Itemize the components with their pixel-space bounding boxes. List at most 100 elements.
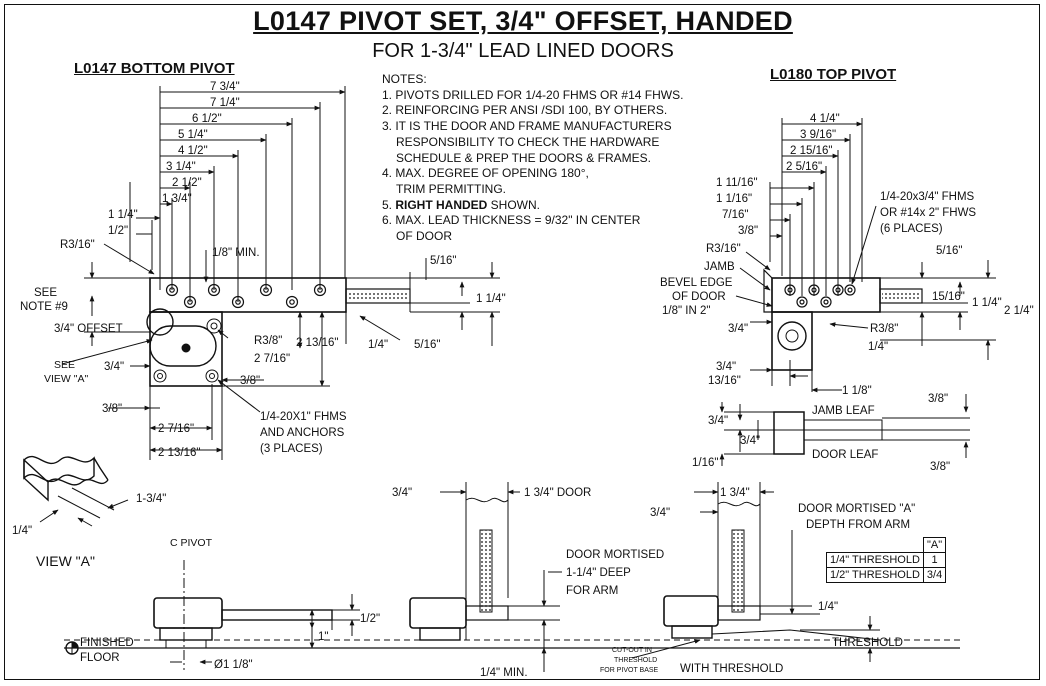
dim-label: 2 13/16" <box>158 447 200 459</box>
top-pivot-right-dimension-lines <box>750 260 996 393</box>
view-a-drawing <box>23 455 129 527</box>
dim-label: 2 5/16" <box>786 161 822 173</box>
note-number: 5. <box>382 197 396 212</box>
notes-block: NOTES: 1. PIVOTS DRILLED FOR 1/4-20 FHMS… <box>382 72 722 245</box>
see-note-label: SEE <box>34 287 57 299</box>
drawing-border <box>4 4 1040 680</box>
note-bold-suffix: SHOWN. <box>487 197 541 212</box>
fhms-label: OR #14x 2" FHWS <box>880 207 976 219</box>
dim-label: 1 1/4" <box>108 209 138 221</box>
dim-label: 1 1/16" <box>716 193 752 205</box>
notes-heading: NOTES: <box>382 72 427 86</box>
dim-label: 2 7/16" <box>254 353 290 365</box>
top-pivot-arm <box>763 268 923 371</box>
dim-label: 13/16" <box>708 375 741 387</box>
bottom-pivot-labels: 7 3/4" 7 1/4" 6 1/2" 5 1/4" 4 1/2" 3 1/4… <box>20 81 506 459</box>
bottom-pivot-heading: L0147 BOTTOM PIVOT <box>74 60 235 77</box>
elevation-labels: C PIVOT FINISHED FLOOR Ø1 1/8" 1/2" 1" 3… <box>80 487 915 679</box>
offset-label: 3/4" OFFSET <box>54 323 123 335</box>
drawing-title: L0147 PIVOT SET, 3/4" OFFSET, HANDED <box>253 6 793 36</box>
dim-label: 7/16" <box>722 209 748 221</box>
dim-label: 3/4" <box>728 323 748 335</box>
top-pivot-labels: 4 1/4" 3 9/16" 2 15/16" 2 5/16" 1 11/16"… <box>660 113 1034 473</box>
mortise-label: 1-1/4" DEEP <box>566 567 631 579</box>
bottom-pivot-base <box>146 308 223 460</box>
fhms-label: 1/4-20x3/4" FHMS <box>880 191 975 203</box>
dim-label: 5 1/4" <box>178 129 208 141</box>
dim-label: 5/16" <box>936 245 962 257</box>
bottom-pivot-arm <box>149 272 411 313</box>
note-line: SCHEDULE & PREP THE DOORS & FRAMES. <box>396 150 651 165</box>
see-view-label: VIEW "A" <box>44 373 88 385</box>
dim-label: 3/4" <box>392 487 412 499</box>
dim-label: 2 1/4" <box>1004 305 1034 317</box>
dim-label: 2 7/16" <box>158 423 194 435</box>
dim-label: 7 3/4" <box>210 81 240 93</box>
threshold-row-value: 3/4 <box>922 567 947 583</box>
bottom-pivot-base-dimension-lines <box>108 258 500 453</box>
dim-label: 1/4" <box>868 341 888 353</box>
dim-label: 1" <box>318 631 328 643</box>
note-line: OF DOOR <box>396 229 452 244</box>
radius-label: R3/8" <box>254 335 282 347</box>
elevation-no-threshold <box>153 560 360 670</box>
bottom-pivot-dimension-lines <box>61 86 346 365</box>
jamb-label: JAMB <box>704 261 735 273</box>
drawing-subtitle: FOR 1-3/4" LEAD LINED DOORS <box>372 40 674 62</box>
note-line-5: 5. RIGHT HANDED SHOWN. <box>382 198 722 214</box>
fhms-label: (6 PLACES) <box>880 223 943 235</box>
note-line: 3. IT IS THE DOOR AND FRAME MANUFACTURER… <box>382 119 672 134</box>
mortise-a-label: DOOR MORTISED "A" <box>798 503 915 515</box>
dim-label: 1 11/16" <box>716 177 758 189</box>
threshold-row-label: 1/4" THRESHOLD <box>826 552 924 568</box>
radius-label: R3/8" <box>870 323 898 335</box>
cutout-label: CUT-OUT IN <box>612 647 652 654</box>
dim-label: 3/8" <box>928 393 948 405</box>
mortise-label: FOR ARM <box>566 585 618 597</box>
threshold-label: THRESHOLD <box>832 637 903 649</box>
top-pivot-drawing <box>719 118 996 466</box>
view-a-title: VIEW "A" <box>36 553 95 569</box>
dim-label: 4 1/4" <box>810 113 840 125</box>
dim-label: 1/2" <box>360 613 380 625</box>
dim-label: 1 3/4" <box>720 487 750 499</box>
dim-label: 2 1/2" <box>172 177 202 189</box>
min-clearance-label: 1/8" MIN. <box>212 247 260 259</box>
dim-label: 1 3/4" DOOR <box>524 487 591 499</box>
cutout-label: THRESHOLD <box>614 657 657 664</box>
dim-label: 3 1/4" <box>166 161 196 173</box>
diameter-label: Ø1 1/8" <box>214 659 253 671</box>
finished-floor-label: FLOOR <box>80 652 120 664</box>
with-threshold-label: WITH THRESHOLD <box>680 663 783 675</box>
mortise-label: DOOR MORTISED <box>566 549 664 561</box>
fastener-label: AND ANCHORS <box>260 427 345 439</box>
dim-label: 6 1/2" <box>192 113 222 125</box>
bottom-pivot-drawing <box>61 86 500 460</box>
top-pivot-leaf-detail <box>719 394 970 466</box>
dim-label: 3/8" <box>738 225 758 237</box>
dim-label: 3/4" <box>104 361 124 373</box>
dim-label: 15/16" <box>932 291 965 303</box>
top-pivot-dimension-lines <box>735 118 877 307</box>
dim-label: 1 3/4" <box>162 193 192 205</box>
dim-label: 1/16" <box>692 457 718 469</box>
elevation-with-threshold <box>631 482 881 662</box>
finished-floor-label: FINISHED <box>80 637 134 649</box>
top-pivot-heading: L0180 TOP PIVOT <box>770 66 897 83</box>
door-leaf-label: DOOR LEAF <box>812 449 878 461</box>
dim-label: 1-3/4" <box>136 493 166 505</box>
radius-label: R3/16" <box>706 243 741 255</box>
dim-label: 2 13/16" <box>296 337 338 349</box>
dim-label: 3/8" <box>102 403 122 415</box>
radius-label: R3/16" <box>60 239 95 251</box>
bevel-label: BEVEL EDGE <box>660 277 733 289</box>
dim-label: 3/4" <box>708 415 728 427</box>
mortise-a-label: DEPTH FROM ARM <box>806 519 910 531</box>
dim-label: 4 1/2" <box>178 145 208 157</box>
note-bold-text: RIGHT HANDED <box>395 197 488 212</box>
jamb-leaf-label: JAMB LEAF <box>812 405 875 417</box>
min-label: 1/4" MIN. <box>480 667 528 679</box>
